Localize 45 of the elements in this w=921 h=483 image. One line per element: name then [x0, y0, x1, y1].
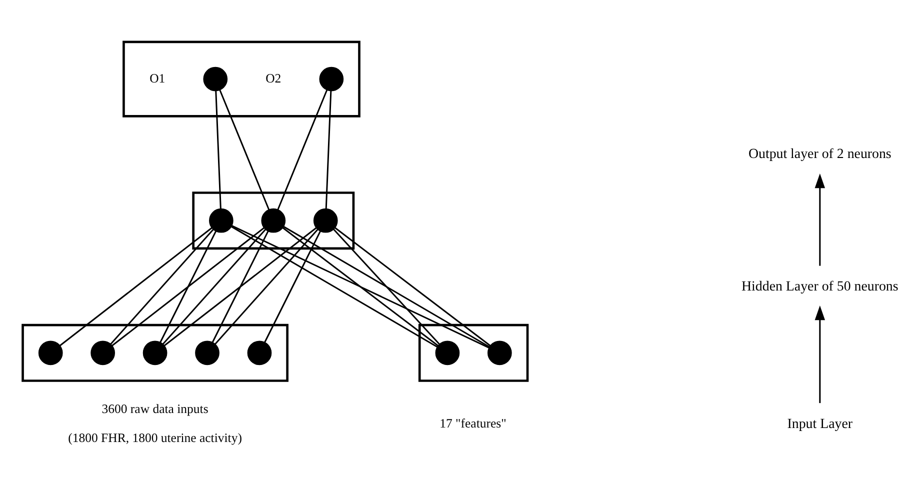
node-label: O1	[150, 71, 166, 86]
node-circle	[313, 208, 338, 233]
node-text: Hidden Layer of 50 neurons	[742, 279, 898, 294]
cluster	[192, 192, 355, 250]
node-label: O2	[266, 71, 282, 86]
node-circle	[209, 208, 234, 233]
connector	[231, 224, 490, 349]
node-circle	[435, 340, 460, 366]
connector	[264, 230, 321, 343]
node-circle	[90, 340, 116, 366]
connector	[332, 228, 440, 345]
connector	[325, 90, 332, 209]
connector	[277, 90, 328, 210]
node-label: 17 "features"	[440, 416, 506, 430]
connector	[214, 229, 318, 345]
node-circle	[319, 66, 344, 92]
connector	[215, 90, 222, 209]
connector	[59, 227, 212, 346]
arrow	[814, 174, 826, 266]
connector	[212, 230, 269, 343]
node-circle	[203, 66, 228, 92]
connector	[334, 227, 491, 346]
node-text: Input Layer	[787, 416, 853, 432]
node-circle	[195, 340, 220, 366]
connector	[282, 227, 439, 346]
connector	[219, 90, 270, 210]
node-circle	[142, 340, 168, 366]
cluster	[22, 324, 288, 382]
connector	[112, 227, 265, 346]
cluster	[418, 324, 529, 382]
node-text: Output layer of 2 neurons	[748, 147, 892, 162]
connector	[164, 227, 317, 346]
connector	[283, 226, 490, 348]
node-label: 3600 raw data inputs	[102, 402, 208, 416]
arrow	[814, 305, 826, 404]
node-circle	[247, 340, 272, 366]
connector	[110, 229, 214, 345]
cluster	[122, 40, 360, 118]
node-circle	[38, 340, 63, 366]
node-circle	[487, 340, 512, 366]
connector	[231, 226, 438, 348]
node-label: (1800 FHR, 1800 uterine activity)	[68, 431, 242, 446]
connector	[162, 229, 266, 345]
connector	[160, 230, 217, 343]
node-circle	[261, 208, 286, 233]
